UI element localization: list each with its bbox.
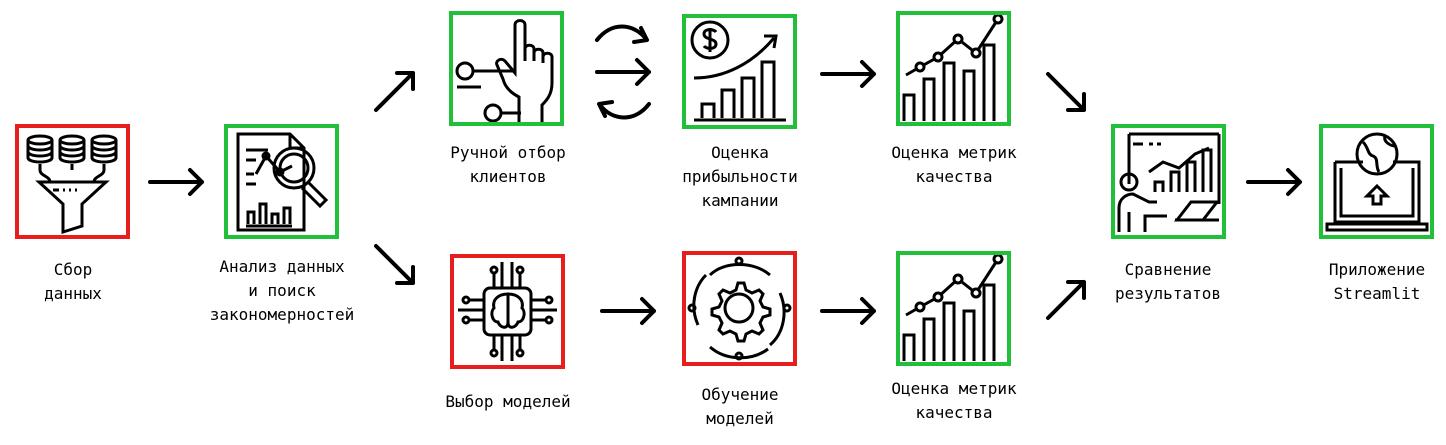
bar-line-chart-icon bbox=[902, 255, 1004, 361]
node-app bbox=[1319, 124, 1434, 239]
arrow-down-right-icon bbox=[1046, 72, 1086, 112]
node-metrics-top bbox=[896, 11, 1011, 126]
node-analysis bbox=[224, 124, 339, 239]
arrow-right-icon bbox=[820, 297, 876, 325]
label-metrics-bottom: Оценка метрик качества bbox=[891, 379, 1017, 422]
label-manual: Ручной отбор клиентов bbox=[450, 143, 566, 186]
gear-cycle-icon bbox=[687, 256, 792, 361]
node-models bbox=[450, 254, 565, 369]
hand-touch-icon bbox=[455, 19, 554, 122]
brain-chip-icon bbox=[458, 262, 557, 361]
label-collect: Сбор данных bbox=[44, 260, 102, 303]
database-funnel-icon bbox=[26, 134, 118, 235]
label-compare: Сравнение результатов bbox=[1115, 260, 1221, 303]
arrow-down-right-icon bbox=[374, 244, 415, 285]
arrow-right-icon bbox=[820, 60, 876, 88]
arrow-up-right-icon bbox=[374, 71, 415, 112]
person-presentation-icon bbox=[1117, 132, 1221, 232]
node-collect bbox=[15, 124, 130, 239]
report-magnifier-icon bbox=[236, 132, 329, 232]
node-metrics-bottom bbox=[896, 251, 1011, 366]
arrow-right-icon bbox=[600, 297, 656, 325]
node-manual bbox=[449, 11, 564, 126]
arrow-right-icon bbox=[1246, 168, 1302, 196]
node-profit bbox=[682, 14, 797, 129]
label-models: Выбор моделей bbox=[445, 392, 571, 411]
label-training: Обучение моделей bbox=[701, 385, 779, 428]
label-profit: Оценка прибыльности кампании bbox=[682, 143, 798, 210]
dollar-growth-icon bbox=[690, 20, 786, 122]
arrow-right-icon bbox=[148, 168, 204, 196]
laptop-globe-icon bbox=[1325, 132, 1429, 232]
label-analysis: Анализ данных и поиск закономерностей bbox=[209, 257, 355, 324]
label-app: Приложение Streamlit bbox=[1328, 260, 1426, 303]
cycle-arrows-icon bbox=[595, 24, 651, 120]
bar-line-chart-icon bbox=[902, 15, 1004, 121]
node-compare bbox=[1111, 124, 1226, 239]
arrow-up-right-icon bbox=[1046, 280, 1086, 320]
node-training bbox=[682, 251, 797, 366]
label-metrics-top: Оценка метрик качества bbox=[891, 143, 1017, 186]
